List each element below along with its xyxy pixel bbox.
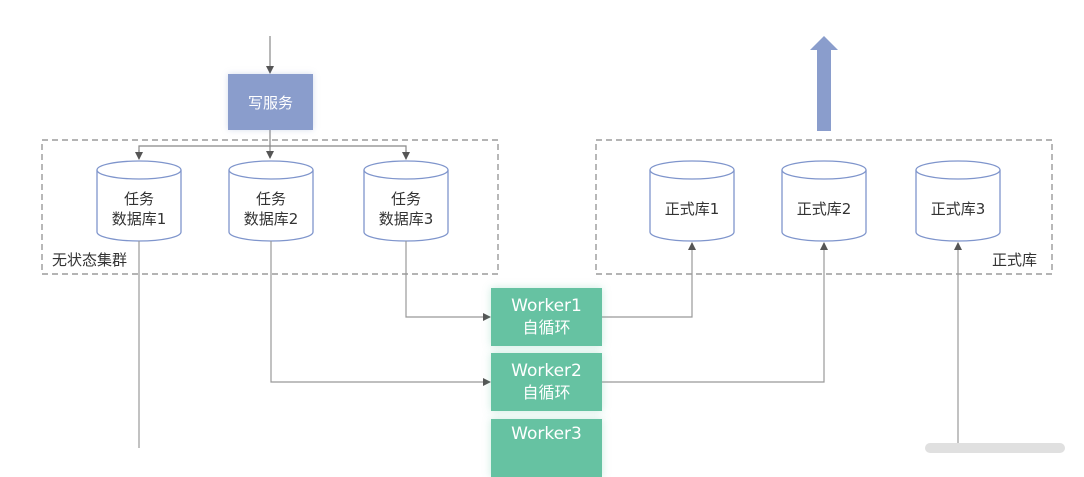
- task-db-1-line2: 数据库1: [111, 210, 167, 228]
- task-db-2-line2: 数据库2: [243, 210, 299, 228]
- task-db-3-line1: 任务: [390, 190, 421, 208]
- formal-db-3-label: 正式库3: [930, 200, 986, 218]
- write-service-node: 写服务: [228, 74, 313, 130]
- scroll-indicator: [925, 443, 1065, 453]
- task-db-3-line2: 数据库3: [378, 210, 434, 228]
- worker-2-sub: 自循环: [522, 383, 571, 402]
- worker-1-node: Worker1 自循环: [491, 288, 602, 346]
- worker-1-sub: 自循环: [522, 318, 571, 337]
- worker-3-name: Worker3: [511, 424, 582, 444]
- formal-cluster-label: 正式库: [992, 251, 1038, 269]
- worker2-to-formal2-connector: [602, 242, 828, 383]
- stateless-cluster-label: 无状态集群: [52, 251, 128, 269]
- architecture-diagram: [41, 36, 1053, 448]
- write-service-label: 写服务: [247, 93, 293, 112]
- task-db-3-label: 任务 数据库3: [364, 189, 448, 229]
- worker-2-node: Worker2 自循环: [491, 353, 602, 411]
- formal-db-2-cylinder: [781, 160, 867, 242]
- task-db-2-line1: 任务: [255, 190, 286, 208]
- worker-2-name: Worker2: [511, 361, 582, 381]
- formal-db-3-cylinder: [915, 160, 1001, 242]
- output-up-arrow-icon: [810, 36, 838, 131]
- formal-db-1-cylinder: [649, 160, 735, 242]
- worker-3-node: Worker3: [491, 419, 602, 477]
- stateless-cluster-box: [41, 139, 499, 275]
- task-db-1-label: 任务 数据库1: [97, 189, 181, 229]
- worker1-to-formal1-connector: [602, 242, 696, 318]
- db2-to-worker2-connector: [270, 241, 491, 386]
- worker-1-name: Worker1: [511, 296, 582, 316]
- task-db-3-cylinder: [363, 160, 449, 242]
- db3-to-worker1-connector: [405, 241, 491, 321]
- formal-cluster-box: [595, 139, 1053, 275]
- formal-db-2-label: 正式库2: [796, 200, 852, 218]
- task-db-2-label: 任务 数据库2: [229, 189, 313, 229]
- task-db-1-cylinder: [96, 160, 182, 242]
- task-db-2-cylinder: [228, 160, 314, 242]
- task-db-1-line1: 任务: [123, 190, 154, 208]
- formal-db-1-label: 正式库1: [664, 200, 720, 218]
- write-fanout-connector: [138, 145, 407, 158]
